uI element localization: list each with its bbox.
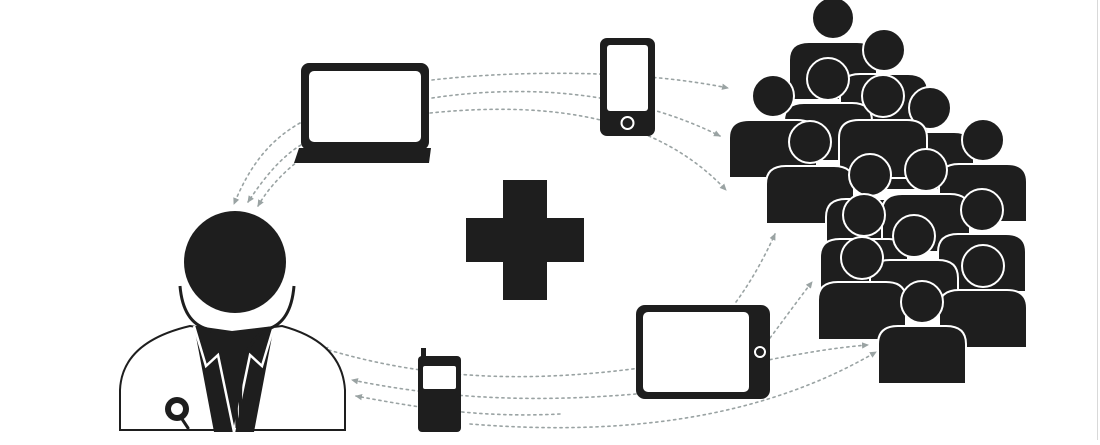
mobile-phone-icon: [418, 348, 461, 432]
laptop-icon: [294, 63, 431, 163]
arrow-tablet-to-crowd-1: [735, 233, 776, 303]
arrow-laptop-to-crowd-1: [431, 72, 729, 90]
arrow-laptop-to-crowd-2: [431, 90, 721, 137]
smartphone-icon: [600, 38, 655, 136]
stethoscope-icon: [165, 397, 190, 430]
arrow-bottom-to-crowd-2: [469, 351, 877, 429]
arrow-laptop-to-crowd-3: [429, 108, 727, 191]
arrow-to-doctor-1: [321, 346, 641, 378]
arrow-laptop-to-doctor-1: [233, 122, 301, 205]
person-icon: [877, 280, 967, 385]
arrow-to-doctor-2: [351, 378, 637, 400]
arrow-tablet-to-crowd-2: [769, 281, 813, 339]
page-edge-line: [1097, 0, 1098, 440]
doctor-icon: [119, 211, 346, 433]
medical-cross-icon: [466, 180, 584, 300]
crowd-icon: [728, 0, 1028, 385]
tablet-icon: [636, 305, 770, 399]
arrow-laptop-to-doctor-2: [247, 141, 307, 203]
